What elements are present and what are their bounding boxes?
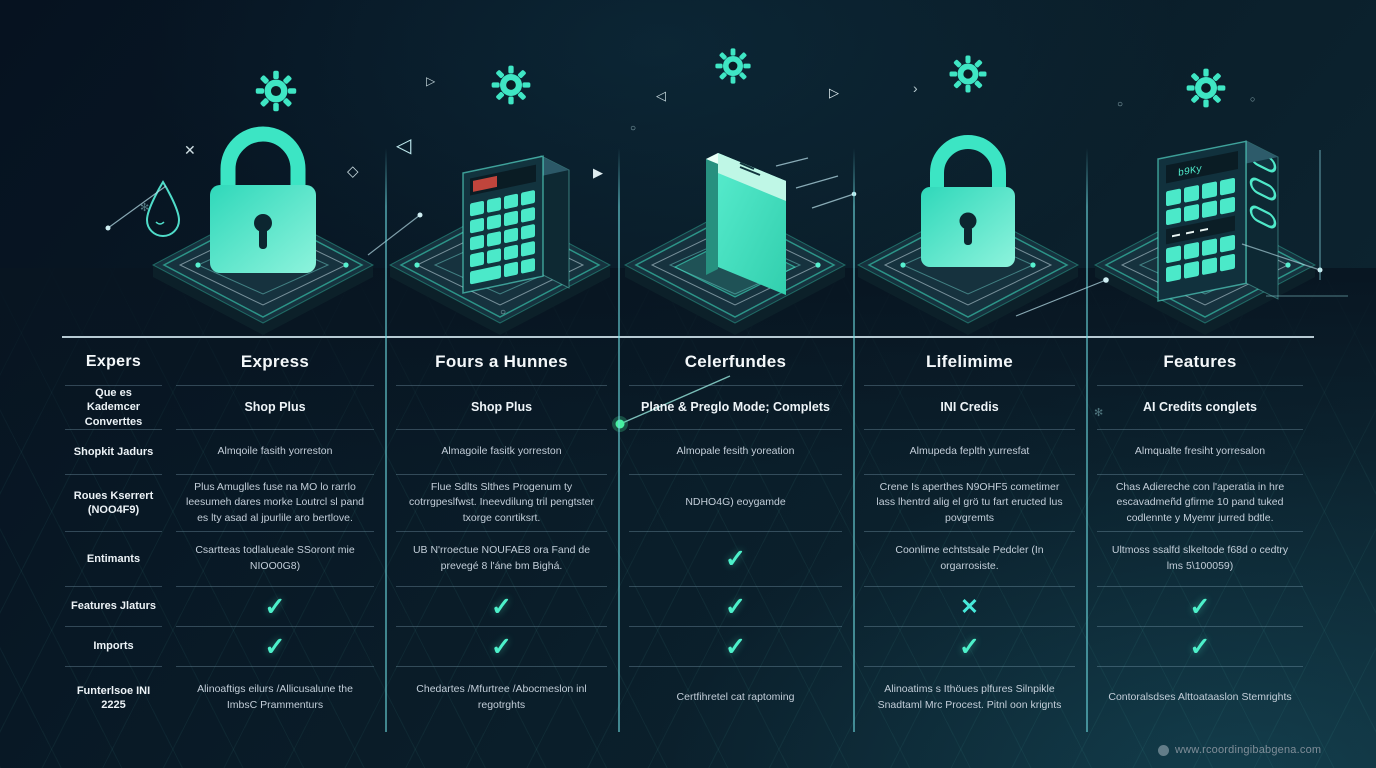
circuit-line-vertical [1319, 150, 1321, 280]
watermark-logo-icon [1158, 744, 1169, 756]
box-front-face [718, 153, 786, 295]
chevron-right-icon: › [913, 80, 918, 96]
building-side-slats [1249, 149, 1277, 229]
calculator-machine-illustration [388, 155, 612, 335]
table-cell: Almopale fesith yoreation [629, 430, 842, 475]
comparison-table: Expers Express Fours a Hunnes Celerfunde… [62, 338, 1314, 729]
table-cell: Almqualte fresiht yorresalon [1097, 430, 1303, 475]
table-cell: Ultmoss ssalfd slkeltode f68d o cedtry l… [1097, 532, 1303, 587]
column-header: Lifelimime [864, 338, 1075, 386]
table-cell: Contoralsdses Alttoataaslon Stemrights [1108, 691, 1292, 704]
column-divider [385, 148, 387, 732]
watermark: www.rcoordingibabgena.com [1158, 744, 1321, 756]
row-label: Funterlsoe INI 2225 [76, 684, 151, 711]
table-cell: Chedartes /Mfurtree /Abocmeslon inl rego… [416, 683, 587, 711]
row-label: Shopkit Jadurs [65, 430, 162, 475]
table-cell: Alinoatims s Ithöues plfures Silnpikle S… [877, 683, 1062, 711]
column-header: Expers [65, 338, 162, 386]
column-divider [1086, 148, 1088, 732]
calculator-keypad [470, 190, 535, 285]
circuit-line [1241, 243, 1348, 297]
circle-icon: ○ [630, 123, 637, 134]
row-label: Que es Kademcer Converttes [65, 386, 162, 430]
circuit-line [105, 185, 167, 231]
table-cell: Plane & Preglo Mode; Complets [629, 386, 842, 430]
table-cell: Coonlime echtstsale Pedcler (In orgarros… [864, 532, 1075, 587]
circle-icon: ○ [1250, 94, 1256, 104]
watermark-url: www.rcoordingibabgena.com [1175, 744, 1322, 756]
lock-shackle [220, 126, 306, 197]
table-cell: Csartteas todlalueale SSoront mie NIOO0G… [176, 532, 374, 587]
table-cell: Shop Plus [176, 386, 374, 430]
calculator-display [470, 164, 536, 196]
lock-shackle [930, 135, 1006, 198]
checkmark-cell: ✓ [1097, 627, 1303, 667]
column-header: Fours a Hunnes [396, 338, 607, 386]
table-cell: NDHO4G) eoygamde [629, 475, 842, 532]
triangle-right-icon: ▷ [426, 74, 436, 88]
padlock-illustration [151, 126, 375, 335]
triangle-left-icon: ◁ [656, 88, 666, 103]
gear-icon [949, 55, 987, 93]
lock-body [921, 187, 1015, 267]
checkmark-cell: ✓ [629, 532, 842, 587]
checkmark-cell: ✓ [396, 627, 607, 667]
column-header: Express [176, 338, 374, 386]
checkmark-cell: ✓ [176, 627, 374, 667]
building-window-grid [1166, 177, 1235, 283]
table-cell: Certfihretel cat raptoming [676, 691, 795, 704]
triangle-right-filled-icon: ▶ [593, 165, 603, 180]
table-cell: Crene Is aperthes N9OHF5 cometimer lass … [864, 475, 1075, 532]
table-cell: Shop Plus [396, 386, 607, 430]
circle-icon: ○ [500, 307, 507, 318]
row-label: Roues Kserrert (NOO4F9) [65, 475, 162, 532]
circuit-line [367, 212, 423, 256]
table-cell: Almupeda feplth yurresfat [864, 430, 1075, 475]
table-cell: Flue Sdlts Slthes Progenum ty cotrrgpesl… [396, 475, 607, 532]
checkmark-cell: ✓ [176, 587, 374, 627]
table-cell: Plus Amuglles fuse na MO lo rarrlo leesu… [176, 475, 374, 532]
column-divider [853, 148, 855, 732]
droplet-icon [145, 180, 181, 237]
table-cell: Chas Adiereche con l'aperatia in hre esc… [1097, 475, 1303, 532]
table-top-rule [62, 336, 1314, 338]
column-divider [618, 148, 620, 732]
diamond-icon: ◇ [347, 163, 359, 180]
checkmark-cell: ✓ [1097, 587, 1303, 627]
column-header: Celerfundes [629, 338, 842, 386]
x-mark-icon: ✕ [184, 142, 196, 158]
row-label: Features Jlaturs [65, 587, 162, 627]
gear-icon [1186, 68, 1226, 108]
building-front-face: b9Ky [1157, 140, 1247, 302]
row-label: Entimants [65, 532, 162, 587]
row-label: Imports [65, 627, 162, 667]
lock-body [210, 185, 316, 273]
checkmark-cell: ✓ [864, 627, 1075, 667]
svg-text:b9Ky: b9Ky [1178, 163, 1202, 180]
checkmark-cell: ✓ [629, 587, 842, 627]
padlock-illustration [856, 135, 1080, 335]
calculator-front-face [462, 155, 544, 294]
gear-icon [715, 48, 751, 84]
column-header: Features [1097, 338, 1303, 386]
circle-icon: ○ [1117, 99, 1124, 110]
checkmark-cell: ✓ [396, 587, 607, 627]
table-cell: Alinoaftigs eilurs /Allicusalune the Imb… [197, 683, 353, 711]
sparkle-icon: ✻ [140, 202, 150, 214]
table-cell: INI Credis [864, 386, 1075, 430]
triangle-right-icon: ▷ [829, 85, 839, 100]
gear-icon [255, 70, 297, 112]
table-cell: Almagoile fasitk yorreston [396, 430, 607, 475]
checkmark-cell: ✓ [629, 627, 842, 667]
product-box-illustration [623, 153, 847, 335]
table-cell: AI Credits conglets [1097, 386, 1303, 430]
table-cell: Almqoile fasith yorreston [176, 430, 374, 475]
cross-cell: ✕ [864, 587, 1075, 627]
table-cell: UB N'rroectue NOUFAE8 ora Fand de preveg… [396, 532, 607, 587]
gear-icon [491, 65, 531, 105]
calculator-building-illustration: b9Ky [1093, 140, 1317, 335]
triangle-left-icon: ◁ [396, 135, 412, 157]
circuit-line [1015, 277, 1109, 317]
circuit-dashes [775, 157, 857, 209]
